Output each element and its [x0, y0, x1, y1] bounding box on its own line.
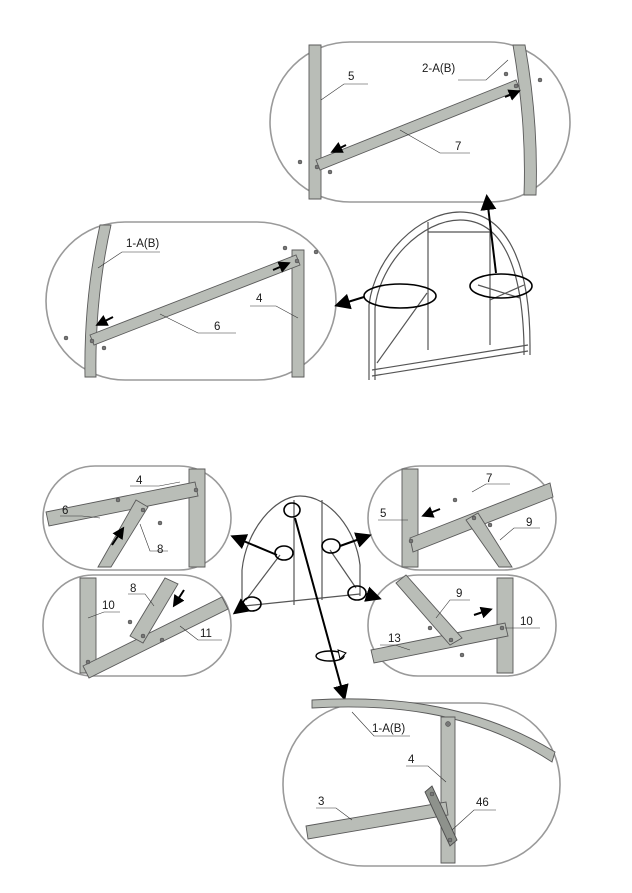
label-1-a-b-top: 1-A(B)	[126, 238, 159, 250]
detail-bubble-mid-right-lower: 9 10 13	[367, 574, 557, 677]
label-11: 11	[200, 628, 212, 640]
rotate-arrow-icon	[315, 649, 347, 662]
label-13: 13	[388, 633, 401, 645]
label-7: 7	[455, 141, 461, 153]
label-4-mid: 4	[136, 475, 143, 487]
label-10-left: 10	[102, 600, 115, 612]
detail-bubble-top-left: 1-A(B) 4 6	[45, 221, 337, 381]
callout-right	[469, 273, 533, 299]
label-6-mid: 6	[62, 505, 68, 517]
label-9-upper: 9	[526, 517, 532, 529]
label-4-bottom: 4	[408, 754, 415, 766]
callout-mid-left-upper	[274, 545, 294, 561]
label-5: 5	[348, 71, 354, 83]
label-6: 6	[214, 321, 220, 333]
label-2-a-b: 2-A(B)	[422, 63, 455, 75]
label-1-a-b-bottom: 1-A(B)	[372, 723, 405, 735]
callout-left	[363, 283, 437, 309]
detail-bubble-mid-left-upper: 4 6 8	[42, 465, 232, 571]
label-9-lower: 9	[456, 588, 462, 600]
label-10-right: 10	[520, 616, 533, 628]
detail-bubble-mid-right-upper: 7 5 9	[367, 465, 557, 571]
label-8-mid: 8	[157, 544, 163, 556]
detail-bubble-bottom: 1-A(B) 4 3 46	[282, 698, 561, 867]
label-5-mid: 5	[380, 508, 386, 520]
detail-bubble-mid-left-lower: 8 10 11	[42, 574, 232, 679]
greenhouse-frame-top	[363, 211, 533, 380]
callout-mid-right-lower	[347, 585, 367, 601]
label-7-mid: 7	[486, 473, 492, 485]
label-8-lower: 8	[130, 583, 136, 595]
detail-bubble-top-right: 5 2-A(B) 7	[269, 41, 571, 203]
label-3: 3	[318, 796, 324, 808]
label-4-top: 4	[256, 293, 263, 305]
callout-mid-top	[283, 502, 301, 518]
label-46: 46	[476, 797, 489, 809]
